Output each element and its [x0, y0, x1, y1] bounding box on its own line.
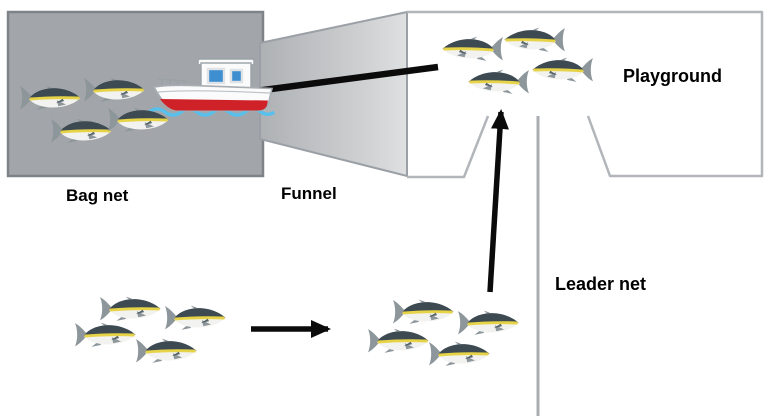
playground-area [407, 10, 764, 179]
fish-icon [429, 341, 491, 367]
leader-net-label: Leader net [555, 274, 647, 294]
entrance-school [368, 299, 520, 367]
boat-icon [147, 58, 275, 117]
funnel-area [259, 10, 408, 178]
fish-icon [467, 69, 529, 95]
boat-hull-stripe [160, 99, 268, 111]
fish-icon [136, 338, 198, 364]
fish-icon [165, 305, 227, 331]
fish-icon [75, 322, 137, 348]
fish-icon [100, 296, 162, 322]
boat-window [229, 68, 244, 84]
boat-window [206, 67, 226, 85]
playground-school [441, 27, 593, 95]
approach-school [75, 296, 227, 364]
funnel-label: Funnel [281, 184, 337, 203]
bag-net-label: Bag net [66, 186, 129, 205]
arrow-entrance-to-playground [487, 109, 509, 293]
playground-label: Playground [623, 66, 723, 86]
line-boat-to-playground [255, 63, 439, 95]
fish-icon [458, 310, 520, 336]
line-boat-to-playground [255, 63, 439, 95]
movement-arrows [251, 109, 509, 338]
fish-icon [393, 299, 455, 325]
boat-railing [157, 78, 187, 88]
boat-sheer-line [157, 90, 271, 94]
fish-icon [503, 27, 565, 53]
fish-icon [531, 57, 593, 83]
fish-icon [368, 328, 430, 354]
fish-icon [441, 36, 503, 62]
